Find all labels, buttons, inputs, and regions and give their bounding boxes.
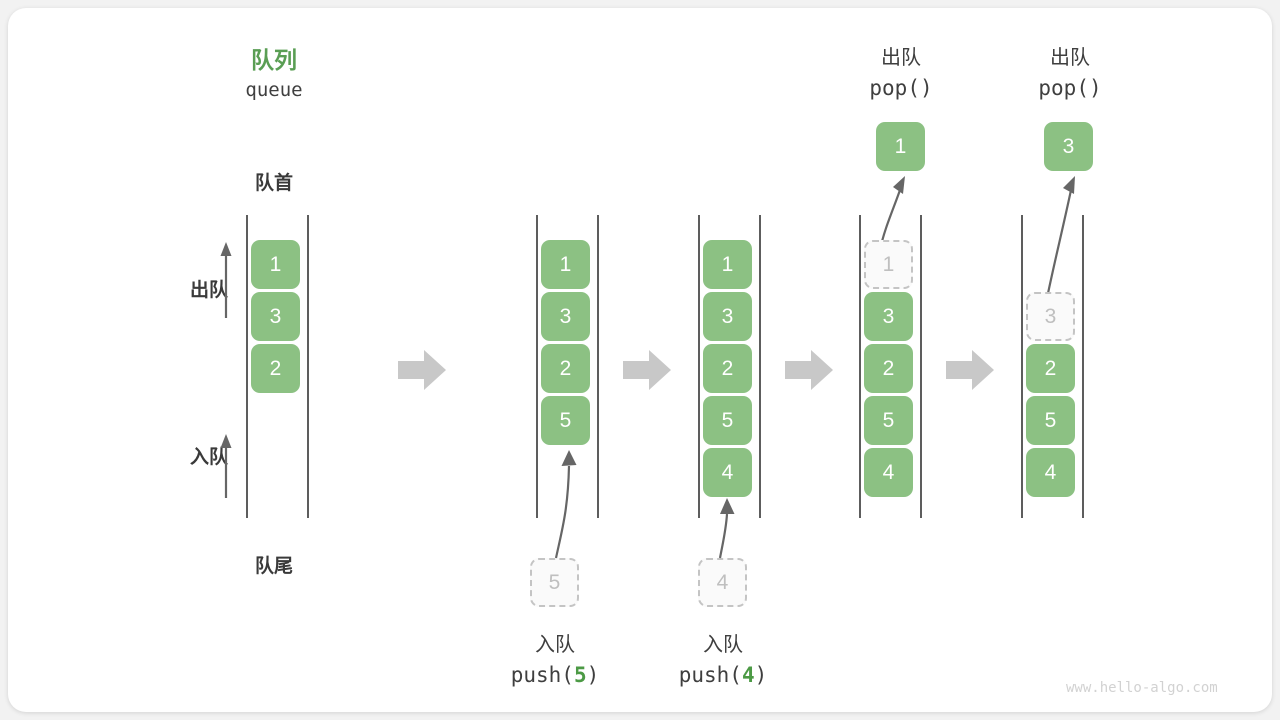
- queue-cell-removed: 3: [1026, 292, 1075, 341]
- queue-rail-left-4: [859, 215, 861, 518]
- queue-cell-new: 4: [703, 448, 752, 497]
- pop-caption-code: pop(): [1038, 76, 1102, 100]
- code-arg: 4: [741, 663, 755, 687]
- queue-title-en: queue: [245, 79, 303, 101]
- queue-cell: 5: [703, 396, 752, 445]
- queue-rail-right-1: [307, 215, 309, 518]
- push-caption-code: push(5): [485, 663, 625, 687]
- push-caption-cn: 入队: [535, 634, 575, 656]
- pop-caption-code: pop(): [869, 76, 933, 100]
- push-arrow-icon: [718, 498, 735, 559]
- popped-element: 3: [1044, 122, 1093, 171]
- queue-cell: 4: [1026, 448, 1075, 497]
- queue-cell-new: 5: [541, 396, 590, 445]
- queue-cell: 2: [251, 344, 300, 393]
- queue-rail-right-3: [759, 215, 761, 518]
- flow-arrow-icon: [398, 350, 446, 390]
- queue-title-cn: 队列: [251, 47, 297, 73]
- queue-rail-left-3: [698, 215, 700, 518]
- queue-cell: 2: [864, 344, 913, 393]
- code-prefix: push(: [510, 663, 574, 687]
- front-label: 队首: [254, 173, 293, 194]
- code-arg: 5: [573, 663, 587, 687]
- push-caption-code: push(4): [653, 663, 793, 687]
- queue-rail-right-5: [1082, 215, 1084, 518]
- queue-cell: 3: [541, 292, 590, 341]
- queue-cell: 4: [864, 448, 913, 497]
- push-caption-cn: 入队: [703, 634, 743, 656]
- pop-arrow-icon: [1044, 176, 1075, 304]
- push-arrow-icon: [554, 450, 577, 559]
- enqueue-direction-arrow-icon: [220, 434, 232, 498]
- queue-cell: 2: [703, 344, 752, 393]
- queue-cell: 2: [1026, 344, 1075, 393]
- queue-rail-left-5: [1021, 215, 1023, 518]
- queue-rail-left-1: [246, 215, 248, 518]
- diagram-card: 队列 queue 队首 队尾 出队 入队 1 3 2 1 3 2 5: [8, 8, 1272, 712]
- enqueue-direction-label: 入队: [189, 447, 228, 468]
- code-suffix: ): [586, 663, 600, 687]
- pop-caption-cn: 出队: [1050, 47, 1090, 69]
- queue-rail-right-4: [920, 215, 922, 518]
- rear-label: 队尾: [254, 556, 293, 577]
- pop-caption-cn: 出队: [881, 47, 921, 69]
- queue-rail-right-2: [597, 215, 599, 518]
- queue-cell: 5: [1026, 396, 1075, 445]
- code-prefix: push(: [678, 663, 742, 687]
- flow-arrow-icon: [623, 350, 671, 390]
- code-suffix: ): [754, 663, 768, 687]
- dequeue-direction-label: 出队: [189, 280, 228, 301]
- queue-cell: 3: [703, 292, 752, 341]
- queue-cell: 1: [251, 240, 300, 289]
- watermark: www.hello-algo.com: [1066, 680, 1218, 696]
- popped-element: 1: [876, 122, 925, 171]
- queue-cell: 1: [541, 240, 590, 289]
- queue-cell: 3: [864, 292, 913, 341]
- queue-rail-left-2: [536, 215, 538, 518]
- dequeue-direction-arrow-icon: [220, 242, 232, 318]
- queue-cell-removed: 1: [864, 240, 913, 289]
- incoming-element-ghost: 4: [698, 558, 747, 607]
- queue-cell: 1: [703, 240, 752, 289]
- flow-arrow-icon: [785, 350, 833, 390]
- flow-arrow-icon: [946, 350, 994, 390]
- queue-cell: 2: [541, 344, 590, 393]
- queue-cell: 5: [864, 396, 913, 445]
- incoming-element-ghost: 5: [530, 558, 579, 607]
- queue-cell: 3: [251, 292, 300, 341]
